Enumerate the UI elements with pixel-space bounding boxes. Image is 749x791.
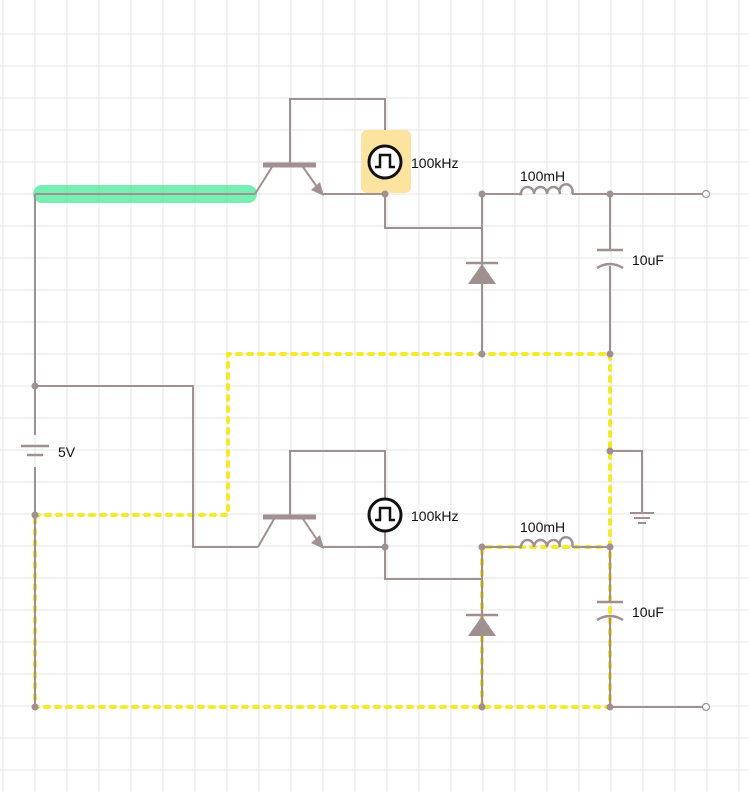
- bottom-clock-label: 100kHz: [411, 508, 458, 524]
- top-clock-label: 100kHz: [411, 155, 458, 171]
- top-capacitor-label: 10uF: [632, 252, 664, 268]
- bottom-inductor-icon[interactable]: [519, 536, 574, 549]
- ground-icon[interactable]: [630, 512, 654, 524]
- top-capacitor-icon[interactable]: [596, 248, 624, 270]
- bottom-capacitor-label: 10uF: [632, 604, 664, 620]
- battery-label: 5V: [58, 444, 76, 460]
- battery-icon[interactable]: [21, 444, 49, 457]
- top-inductor-icon[interactable]: [519, 183, 574, 196]
- bottom-capacitor-icon[interactable]: [596, 600, 624, 622]
- bottom-diode-icon[interactable]: [466, 613, 498, 636]
- bottom-output-terminal[interactable]: [701, 702, 711, 712]
- bottom-npn-transistor[interactable]: [257, 485, 324, 549]
- top-npn-transistor[interactable]: [254, 133, 324, 196]
- top-output-terminal[interactable]: [701, 189, 711, 199]
- top-diode-icon[interactable]: [466, 261, 498, 284]
- top-clock-source[interactable]: [367, 144, 403, 180]
- junction-nodes: [31, 190, 614, 711]
- bottom-inductor-label: 100mH: [520, 519, 565, 535]
- top-inductor-label: 100mH: [520, 168, 565, 184]
- bottom-clock-source[interactable]: [367, 497, 403, 533]
